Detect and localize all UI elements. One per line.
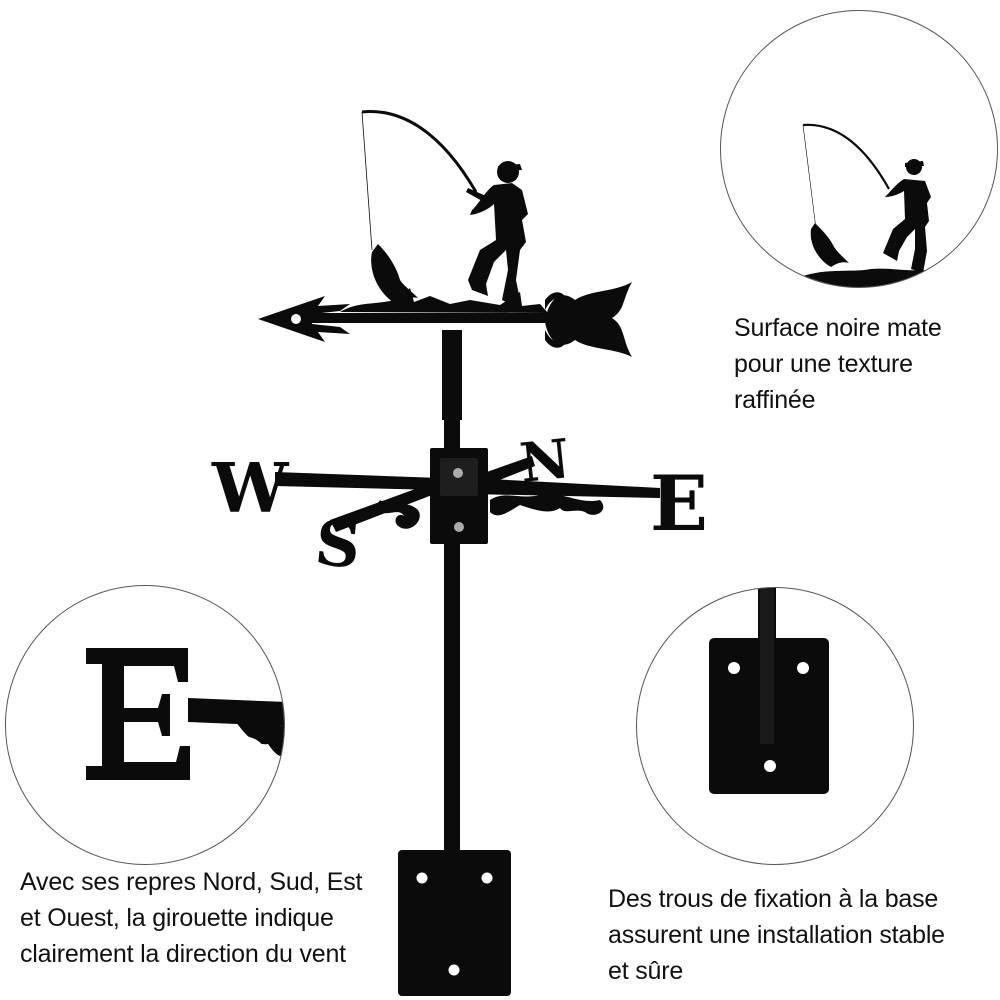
letter-west: W <box>211 449 290 529</box>
letter-east: E <box>650 459 708 548</box>
caption-line: Avec ses repres Nord, Sud, Est <box>20 868 363 896</box>
caption-line: pour une texture <box>734 350 913 378</box>
letter-north: N <box>517 426 573 495</box>
pole <box>442 330 462 420</box>
caption-line: et sûre <box>608 957 684 985</box>
caption-line: raffinée <box>734 386 816 414</box>
fisherman-silhouette-icon <box>796 123 943 287</box>
arrow-shaft <box>300 313 560 323</box>
zoom-circle-mounting-plate <box>636 587 914 865</box>
feature-caption-mounting-holes: Des trous de fixation à la base assurent… <box>608 881 945 989</box>
feature-caption-directions: Avec ses repres Nord, Sud, Est et Ouest,… <box>20 864 363 972</box>
arrow-head <box>258 296 350 342</box>
feature-caption-surface: Surface noire mate pour une texture raff… <box>734 310 942 418</box>
arm-west-east <box>275 472 440 490</box>
caption-line: et Ouest, la girouette indique <box>20 904 334 932</box>
fishing-rod <box>361 110 478 193</box>
fish <box>371 244 418 305</box>
letter-south: S <box>312 506 364 583</box>
mounting-plate-icon <box>709 588 829 794</box>
arrow-tail <box>545 282 632 357</box>
fisherman <box>466 161 528 306</box>
zoom-circle-letter-e <box>5 585 285 865</box>
caption-line: assurent une installation stable <box>608 921 945 949</box>
caption-line: Surface noire mate <box>734 314 942 342</box>
letter-e-detail-icon <box>86 648 284 780</box>
zoom-circle-fisherman <box>720 10 998 288</box>
grass <box>340 288 548 313</box>
caption-line: Des trous de fixation à la base <box>608 885 939 913</box>
mounting-plate <box>398 850 511 996</box>
caption-line: clairement la direction du vent <box>20 940 346 968</box>
scroll-ornaments <box>375 500 420 529</box>
